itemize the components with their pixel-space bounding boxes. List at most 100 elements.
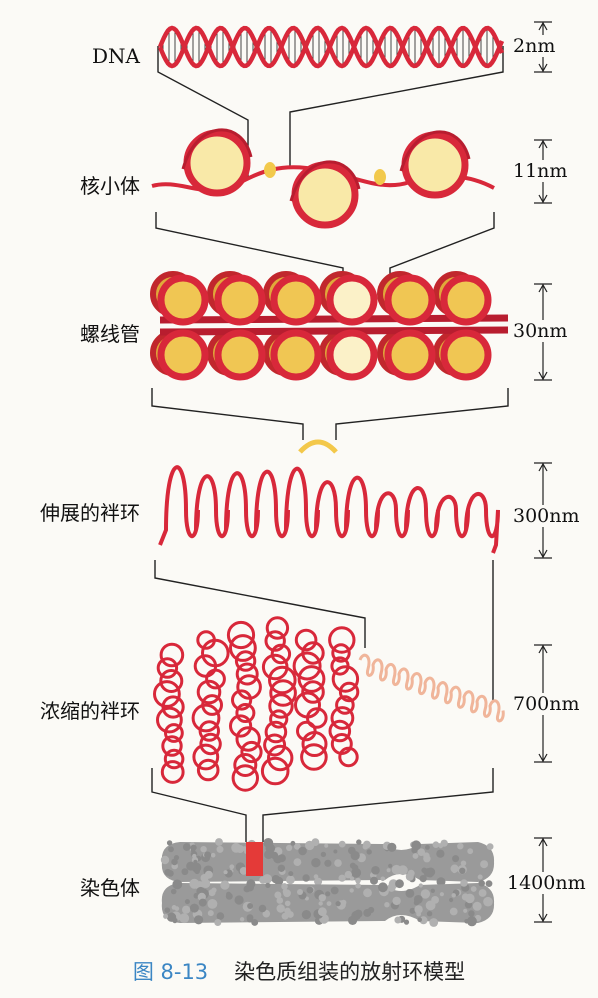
size-label-solenoid: 30nm <box>512 320 569 342</box>
scale-bar-nucleosome <box>534 139 552 204</box>
chromatin-granule <box>480 860 489 869</box>
chromatin-granule <box>182 843 191 851</box>
highlighted-region <box>246 842 263 876</box>
chromatin-granule <box>216 845 224 853</box>
chromatid-bottom <box>161 878 495 927</box>
chromatin-granule <box>335 901 341 907</box>
coil-turn <box>263 733 287 757</box>
loop-strand <box>158 465 500 554</box>
chromatin-granule <box>378 882 388 893</box>
linker-histone <box>374 169 386 185</box>
coil-turn <box>269 679 297 707</box>
coil-turn <box>292 651 322 681</box>
uncoiling-strand <box>358 653 505 723</box>
chromatin-granule <box>306 886 314 894</box>
chromatin-granule <box>163 913 169 919</box>
chromatin-granule <box>485 880 493 887</box>
chromatin-granule <box>486 843 494 850</box>
size-label-condensed-loops: 700nm <box>512 693 581 715</box>
coil-turn <box>300 743 328 771</box>
chromatin-granule <box>246 916 254 923</box>
solenoid-nucleosome <box>214 329 266 381</box>
chromatin-granule <box>282 888 289 895</box>
chromatin-granule <box>330 886 339 895</box>
chromatin-granule <box>371 866 380 875</box>
chromatin-granule <box>286 844 293 852</box>
chromatin-granule <box>284 907 291 915</box>
chromatin-granule <box>318 901 323 906</box>
chromatin-granule <box>477 874 483 880</box>
coil-turn <box>301 680 325 704</box>
coil-turn <box>294 628 318 652</box>
coil-turn <box>193 654 218 678</box>
chromatin-granule <box>452 855 460 863</box>
bracket-condensed-right <box>262 768 494 842</box>
coil-turn <box>235 662 259 686</box>
scale-arrow-down <box>538 194 548 204</box>
chromatin-granule <box>457 843 464 850</box>
coil-turn <box>160 760 185 784</box>
chromatin-granule <box>298 846 307 856</box>
scale-arrow-up <box>538 462 548 472</box>
chromatin-granule <box>297 889 303 895</box>
histone-core <box>183 129 251 197</box>
chromatin-granule <box>423 868 433 877</box>
coil-turn <box>159 669 184 693</box>
chromatin-granule <box>281 912 289 920</box>
coil-turn <box>196 758 220 782</box>
chromatin-granule <box>350 851 360 861</box>
solenoid-nucleosome <box>440 329 492 381</box>
coil-turn <box>268 693 294 719</box>
chromosome <box>160 838 495 927</box>
size-label-extended-loops: 300nm <box>512 505 581 527</box>
coil-turn <box>231 764 260 792</box>
coil-turn <box>199 732 222 756</box>
coil-turn <box>229 714 253 738</box>
chromatin-granule <box>478 880 486 887</box>
chromatin-granule <box>425 845 430 850</box>
scale-arrow-up <box>538 644 548 654</box>
coil-turn <box>226 620 256 650</box>
chromatin-granule <box>465 893 475 904</box>
chromatin-granule <box>313 874 319 879</box>
coil-turn <box>330 706 355 730</box>
chromatin-granule <box>394 916 402 924</box>
chromatin-granule <box>190 844 197 851</box>
scale-arrow-up <box>538 837 548 847</box>
coil-turn <box>156 657 179 679</box>
chromatin-granule <box>242 846 248 852</box>
chromatin-granule <box>276 897 284 904</box>
coil-turn <box>159 642 185 668</box>
scale-arrow-down <box>538 549 548 559</box>
coil-turn <box>234 650 257 672</box>
chromatin-granule <box>181 868 189 876</box>
solenoid-nucleosome <box>326 329 378 381</box>
chromatin-granule <box>459 867 466 874</box>
chromatin-granule <box>392 896 401 906</box>
chromatin-granule <box>362 844 369 850</box>
coil-turn <box>235 703 256 723</box>
chromatin-granule <box>349 876 355 881</box>
chromatin-granule <box>405 872 414 881</box>
coil-turn <box>164 723 184 743</box>
coil-turn <box>240 740 263 764</box>
chromatin-granule <box>207 910 214 917</box>
chromatin-granule <box>301 910 311 920</box>
level-label-solenoid: 螺线管 <box>80 322 140 346</box>
chromatin-granule <box>466 916 477 927</box>
size-label-chromosome: 1400nm <box>506 872 587 894</box>
solenoid-nucleosome <box>326 274 378 326</box>
loop-highlight <box>298 439 338 454</box>
chromatin-granule <box>483 896 493 907</box>
chromatin-granule <box>414 905 423 914</box>
coil-turn <box>233 753 258 777</box>
dna-wrap <box>181 128 253 170</box>
chromatin-granule <box>413 895 423 904</box>
solenoid-nucleosome <box>157 274 209 326</box>
chromatin-granule <box>468 910 475 917</box>
coil-turn <box>268 665 297 695</box>
coil-turn <box>297 665 326 693</box>
level-label-dna: DNA <box>92 44 140 68</box>
chromatin-granule <box>344 870 352 879</box>
chromatin-granule <box>356 839 362 845</box>
